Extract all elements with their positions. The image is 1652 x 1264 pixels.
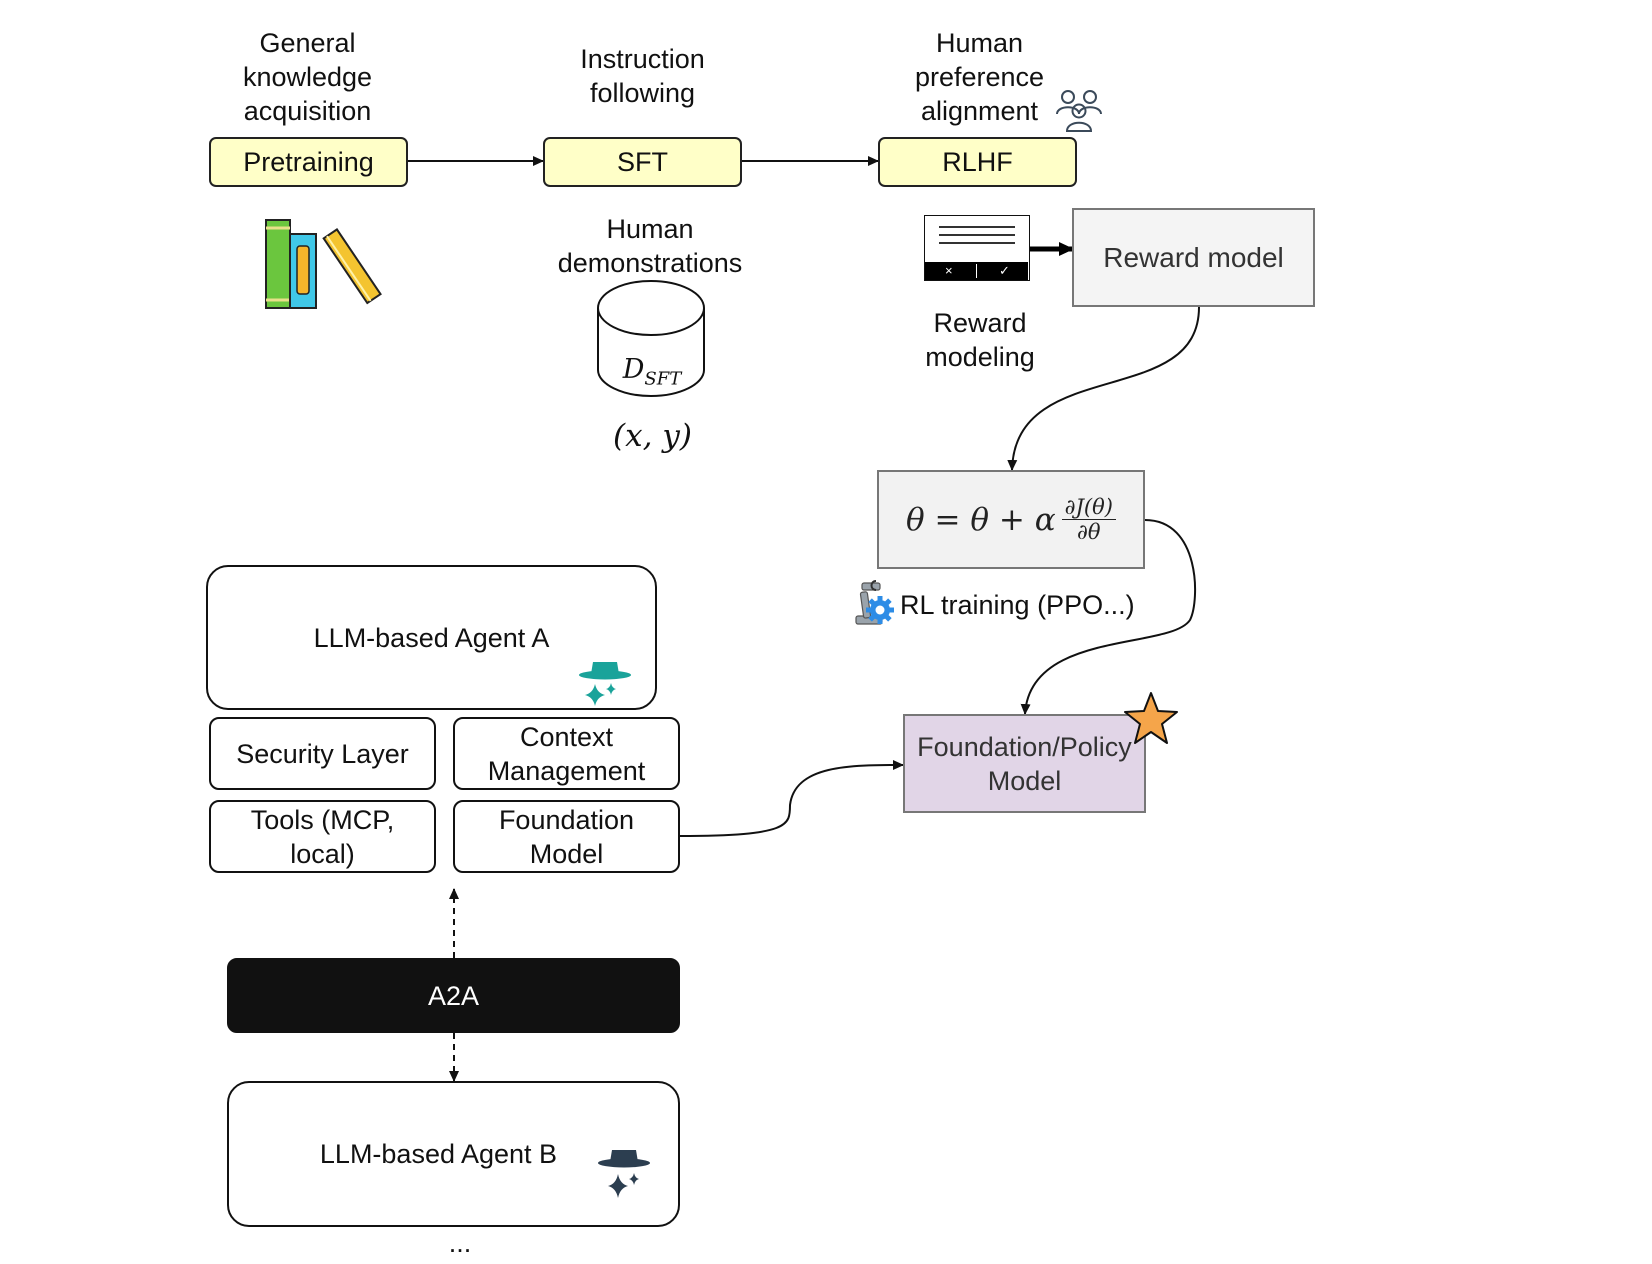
sft-pair-label: (x, y) [613, 418, 692, 454]
reject-mark: × [945, 263, 953, 278]
agent-hat-icon [598, 1150, 650, 1198]
pretraining-stage[interactable]: Pretraining [209, 137, 408, 187]
star-icon [1124, 692, 1178, 744]
foundation-model-box[interactable]: Foundation Model [453, 800, 680, 873]
rl-training-caption: RL training (PPO...) [900, 590, 1135, 620]
a2a-label: A2A [427, 980, 480, 1011]
books-icon [265, 219, 382, 309]
policy-gradient-update-box: θ = θ + α ∂J(θ) ∂θ [877, 470, 1145, 569]
more-agents-ellipsis: ... [448, 1228, 472, 1258]
security-layer-box[interactable]: Security Layer [209, 717, 436, 790]
human-demonstrations-caption: Human demonstrations [557, 214, 743, 278]
arrow-foundation-to-policy [679, 760, 904, 837]
accept-mark: ✓ [999, 263, 1010, 278]
foundation-policy-model-box[interactable]: Foundation/Policy Model [903, 714, 1146, 813]
agent-b-box[interactable]: LLM-based Agent B [227, 1081, 680, 1227]
sft-caption: Instruction following [580, 44, 705, 108]
robot-arm-gear-icon [855, 580, 894, 625]
rlhf-stage[interactable]: RLHF [878, 137, 1077, 187]
a2a-protocol-box[interactable]: A2A [227, 958, 680, 1033]
sft-dataset-label: DSFT [622, 354, 682, 390]
rlhf-caption: Human preference alignment [914, 28, 1045, 126]
agent-b-title: LLM-based Agent B [319, 1139, 558, 1169]
agent-a-title: LLM-based Agent A [313, 622, 550, 653]
pretraining-caption: General knowledge acquisition [242, 28, 373, 126]
tools-box[interactable]: Tools (MCP, local) [209, 800, 436, 873]
agent-a-box[interactable]: LLM-based Agent A [206, 565, 657, 710]
context-management-box[interactable]: Context Management [453, 717, 680, 790]
update-rule-lhs: θ = θ + α [906, 501, 1056, 538]
database-icon [597, 280, 705, 398]
agent-hat-icon [579, 662, 631, 706]
update-rule-numerator: ∂J(θ) [1061, 495, 1116, 520]
arrow-update-to-policy [1020, 519, 1197, 715]
reward-model-box[interactable]: Reward model [1072, 208, 1315, 307]
reward-modeling-caption: Reward modeling [925, 308, 1035, 372]
update-rule-denominator: ∂θ [1077, 520, 1101, 544]
sft-stage[interactable]: SFT [543, 137, 742, 187]
arrow-reward-model-to-update [1007, 306, 1200, 471]
feedback-form-icon: × ✓ [924, 215, 1030, 281]
users-icon [1056, 90, 1102, 132]
